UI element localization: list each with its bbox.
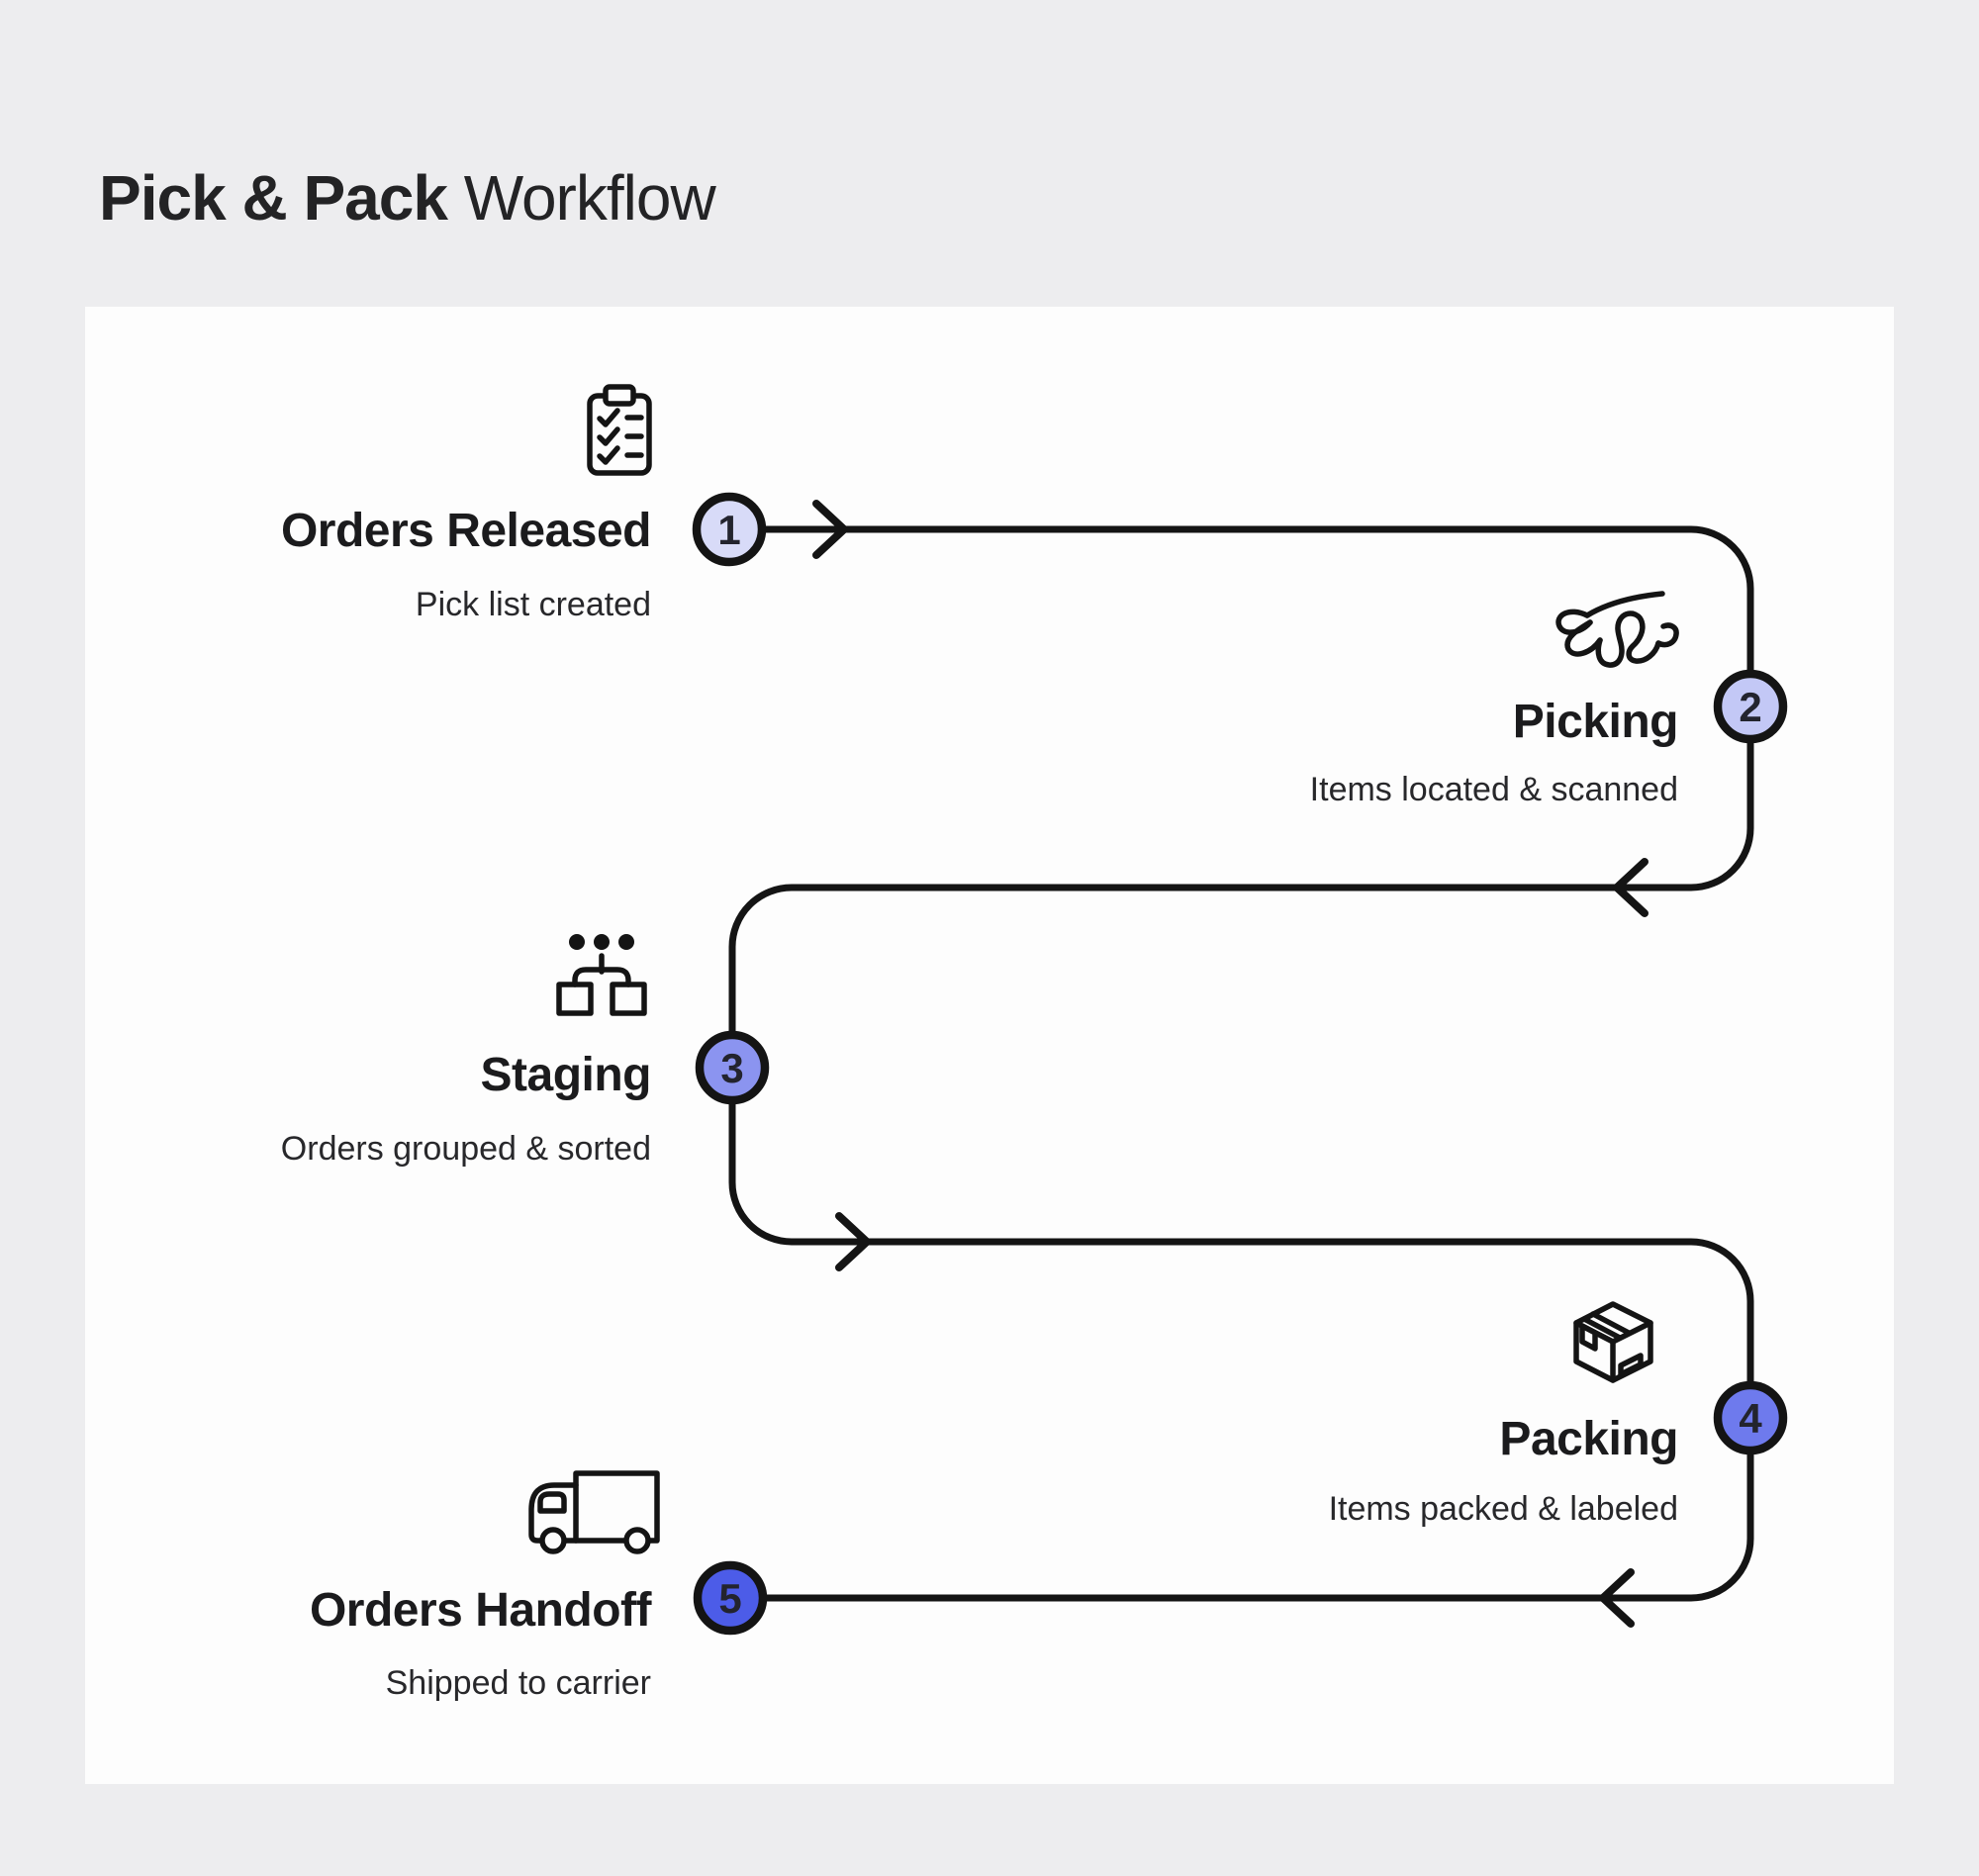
step-number: 3 <box>720 1045 743 1091</box>
step-badge: 2 <box>1713 669 1788 744</box>
step-title: Orders Handoff <box>310 1584 653 1637</box>
workflow-diagram: Orders Released Pick list created 1 Pick… <box>281 384 1788 1702</box>
picking-hand-icon <box>1555 591 1679 668</box>
step-number: 4 <box>1739 1395 1762 1442</box>
step-staging: Staging Orders grouped & sorted 3 <box>281 934 770 1168</box>
workflow-card: Orders Released Pick list created 1 Pick… <box>85 307 1894 1784</box>
step-badge: 4 <box>1713 1380 1788 1455</box>
step-badge: 1 <box>692 492 767 567</box>
clipboard-checklist-icon <box>587 384 652 476</box>
arrow-right-step3-icon <box>835 1212 871 1271</box>
step-subtitle: Orders grouped & sorted <box>281 1130 651 1168</box>
step-packing: Packing Items packed & labeled 4 <box>1329 1301 1788 1528</box>
step-subtitle: Items located & scanned <box>1310 771 1678 808</box>
step-subtitle: Items packed & labeled <box>1329 1490 1678 1528</box>
step-number: 1 <box>717 507 740 553</box>
delivery-truck-icon <box>528 1470 660 1554</box>
step-badge: 5 <box>693 1560 768 1636</box>
step-title: Staging <box>481 1049 652 1101</box>
step-orders-handoff: Orders Handoff Shipped to carrier 5 <box>310 1470 768 1702</box>
page-title-bold: Pick & Pack <box>99 162 448 234</box>
step-title: Orders Released <box>281 505 651 557</box>
page-title-light: Workflow <box>463 162 716 234</box>
step-subtitle: Pick list created <box>416 586 651 623</box>
sitemap-icon <box>556 934 647 1016</box>
arrow-right-step1-icon <box>812 500 848 559</box>
step-badge: 3 <box>695 1030 770 1105</box>
step-title: Packing <box>1499 1413 1678 1465</box>
step-subtitle: Shipped to carrier <box>386 1664 651 1702</box>
page-title: Pick & Pack Workflow <box>99 166 716 230</box>
step-number: 2 <box>1739 684 1761 730</box>
step-title: Picking <box>1513 696 1678 748</box>
package-box-icon <box>1573 1301 1653 1383</box>
step-orders-released: Orders Released Pick list created 1 <box>281 384 767 623</box>
arrow-left-step4-icon <box>1599 1568 1635 1628</box>
step-picking: Picking Items located & scanned 2 <box>1310 591 1788 808</box>
step-number: 5 <box>718 1575 741 1622</box>
arrow-left-step2-icon <box>1613 858 1649 917</box>
